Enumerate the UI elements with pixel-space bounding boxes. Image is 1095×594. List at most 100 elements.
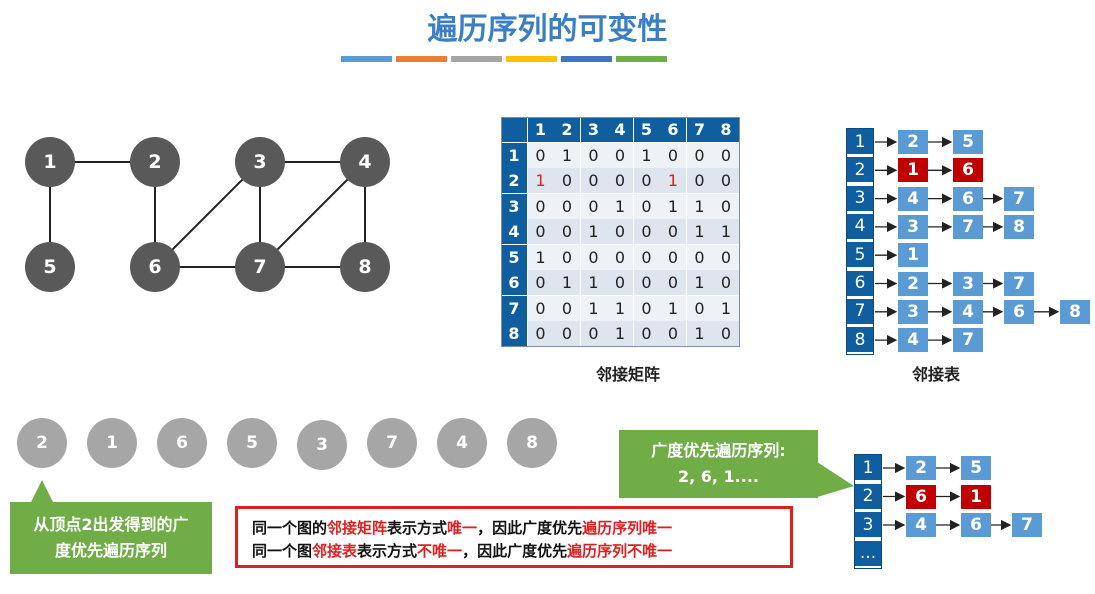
list-node: 5 [961, 456, 991, 480]
list-vertex: ... [855, 540, 881, 566]
statement-segment: 不唯一 [417, 542, 463, 560]
matrix-cell: 1 [607, 321, 633, 346]
graph-node: 3 [235, 137, 285, 187]
list-node: 2 [898, 130, 928, 154]
list-vertex: 3 [855, 512, 881, 537]
list-node: 7 [1012, 513, 1042, 537]
statement-segment: 邻接矩阵 [327, 519, 388, 537]
list-vertex: 1 [847, 129, 873, 154]
statement-segment: 邻接表 [312, 542, 358, 560]
matrix-col-header: 7 [686, 117, 713, 142]
matrix-cell: 0 [713, 142, 739, 168]
matrix-cell: 1 [554, 270, 580, 295]
matrix-cell: 0 [660, 219, 686, 244]
matrix-cell: 0 [607, 142, 633, 168]
matrix-col-header: 5 [633, 117, 660, 142]
matrix-cell: 0 [580, 168, 607, 193]
list-node: 6 [906, 484, 936, 509]
list-vertex-column [854, 454, 882, 569]
list-node: 3 [898, 214, 928, 239]
list-node: 6 [953, 158, 983, 183]
matrix-cell: 0 [633, 219, 660, 244]
matrix-cell: 0 [580, 321, 607, 346]
matrix-cell: 0 [633, 193, 660, 219]
matrix-cell: 0 [554, 193, 580, 219]
matrix-cell: 0 [527, 295, 554, 321]
matrix-cell: 1 [554, 142, 580, 168]
graph-node: 5 [25, 242, 75, 292]
matrix-cell: 0 [660, 244, 686, 270]
matrix-cell: 1 [607, 295, 633, 321]
matrix-cell: 1 [686, 193, 713, 219]
matrix-cell: 0 [713, 270, 739, 295]
matrix-cell: 0 [580, 193, 607, 219]
matrix-cell: 1 [660, 168, 686, 193]
graph-node: 4 [340, 137, 390, 187]
statement-segment: ，因此广度优先 [462, 542, 568, 560]
graph-node: 7 [235, 242, 285, 292]
statement-segment: 遍历序列唯一 [582, 519, 673, 537]
list-node: 7 [953, 214, 983, 239]
list-node: 1 [898, 243, 928, 268]
matrix-cell: 0 [633, 321, 660, 346]
list-node: 7 [1004, 271, 1034, 296]
matrix-cell: 1 [713, 219, 739, 244]
matrix-cell: 0 [660, 142, 686, 168]
matrix-cell: 0 [686, 142, 713, 168]
bfs-sequence-item: 5 [227, 418, 277, 468]
list-node: 4 [898, 328, 928, 353]
bfs-callout: 广度优先遍历序列: 2, 6, 1.... [619, 430, 818, 498]
matrix-cell: 0 [580, 244, 607, 270]
matrix-cell: 1 [527, 168, 554, 193]
bfs-sequence-item: 7 [367, 418, 417, 468]
list-vertex: 6 [847, 270, 873, 296]
matrix-cell: 0 [713, 168, 739, 193]
callout-line2: 2, 6, 1.... [677, 467, 759, 486]
color-bar-segment [396, 56, 447, 62]
matrix-cell: 0 [660, 270, 686, 295]
matrix-cell: 1 [607, 193, 633, 219]
list-vertex: 1 [855, 455, 881, 480]
matrix-cell: 0 [607, 270, 633, 295]
matrix-cell: 0 [633, 244, 660, 270]
bfs-sequence-item: 8 [507, 418, 557, 468]
color-bar-segment [451, 56, 502, 62]
matrix-row-header: 1 [501, 142, 527, 168]
start-note-pointer [30, 480, 54, 504]
matrix-cell: 1 [580, 295, 607, 321]
list-vertex-column [846, 128, 874, 356]
matrix-col-header: 1 [527, 117, 554, 142]
matrix-cell: 1 [713, 295, 739, 321]
matrix-row-header: 8 [501, 321, 527, 346]
callout-line1: 广度优先遍历序列: [651, 441, 786, 460]
color-bar-segment [616, 56, 667, 62]
list-node: 4 [906, 513, 936, 537]
matrix-cell: 1 [527, 244, 554, 270]
statement-line2: 同一个图邻接表表示方式不唯一，因此广度优先遍历序列不唯一 [252, 540, 790, 563]
matrix-cell: 0 [554, 321, 580, 346]
list-node: 7 [953, 328, 983, 353]
list-node: 8 [1060, 299, 1090, 324]
matrix-cell: 1 [660, 193, 686, 219]
list-node: 2 [906, 456, 936, 480]
start-note-line1: 从顶点2出发得到的广 [33, 515, 189, 534]
matrix-cell: 0 [633, 295, 660, 321]
statement-segment: 表示方式 [357, 542, 418, 560]
list-node: 7 [1004, 186, 1034, 211]
matrix-cell: 0 [686, 295, 713, 321]
matrix-col-header: 2 [554, 117, 580, 142]
statement-segment: 表示方式 [387, 519, 448, 537]
matrix-cell: 0 [686, 168, 713, 193]
statement-segment: ，因此广度优先 [477, 519, 583, 537]
start-note-line2: 度优先遍历序列 [54, 541, 167, 560]
matrix-col-header: 6 [660, 117, 686, 142]
matrix-col-header: 3 [580, 117, 607, 142]
matrix-cell: 0 [554, 219, 580, 244]
bfs-sequence-item: 4 [437, 418, 487, 468]
matrix-row-header: 2 [501, 168, 527, 193]
list-node: 3 [898, 299, 928, 324]
color-bar-segment [506, 56, 557, 62]
matrix-row-header: 3 [501, 193, 527, 219]
list-vertex: 8 [847, 327, 873, 353]
graph-node: 2 [130, 137, 180, 187]
